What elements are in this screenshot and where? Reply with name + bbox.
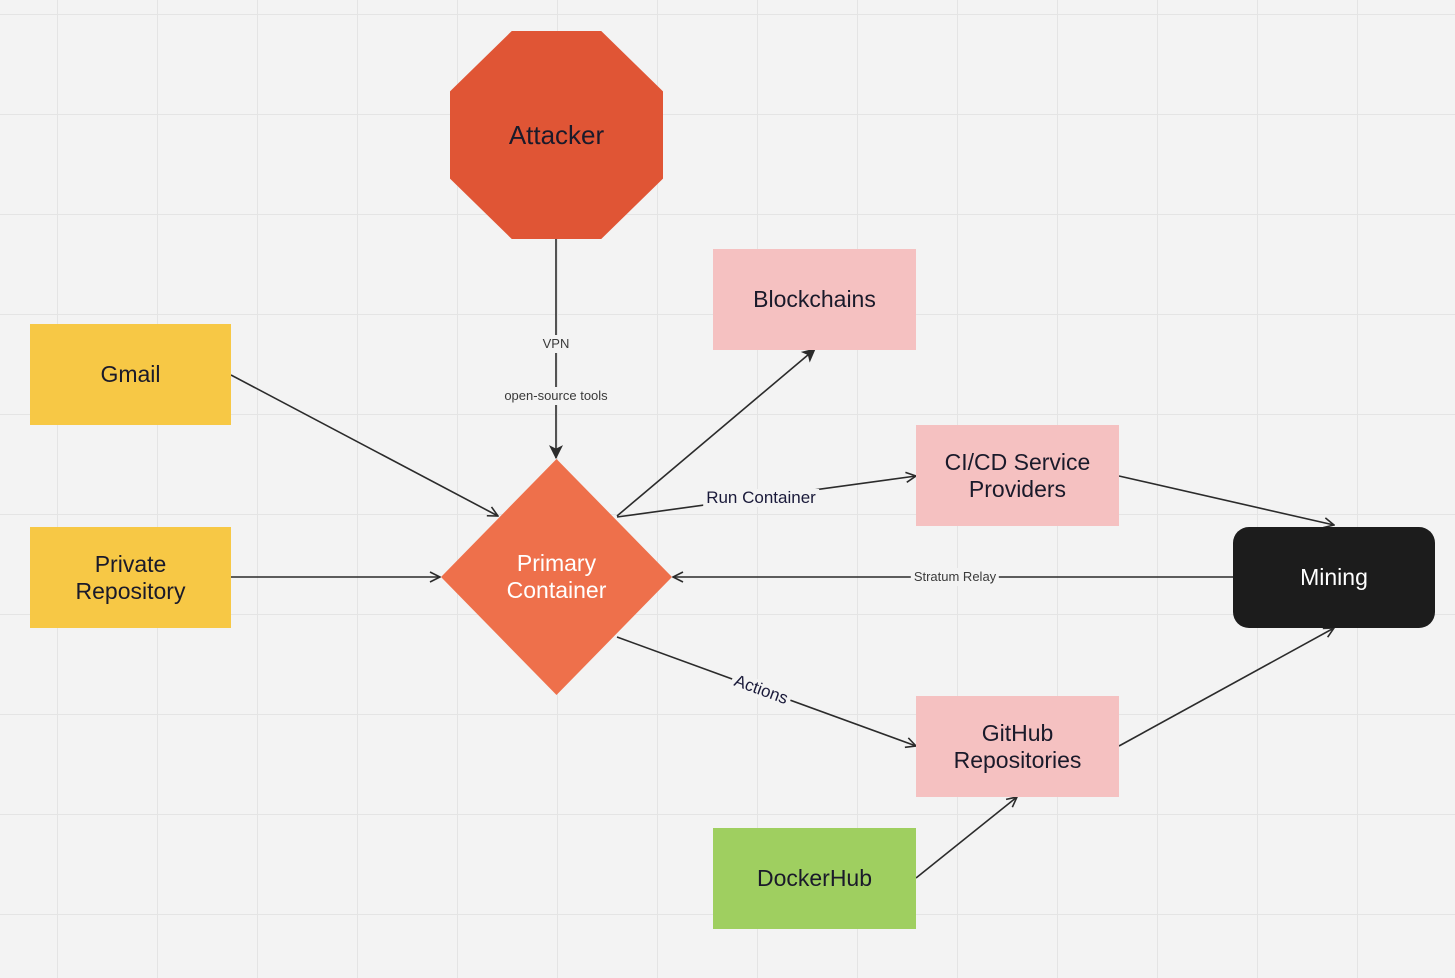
github-repositories-node[interactable]: GitHub Repositories: [916, 696, 1119, 797]
edge-cicd-to-mining[interactable]: [1118, 475, 1334, 525]
edge-gmail-to-primary[interactable]: [230, 374, 498, 516]
dockerhub-node[interactable]: DockerHub: [713, 828, 916, 929]
edge-github-to-mining[interactable]: [1118, 628, 1334, 747]
edge-label-run-container: Run Container: [703, 489, 819, 507]
gmail-node[interactable]: Gmail: [30, 324, 231, 425]
dockerhub-label: DockerHub: [756, 865, 873, 891]
private-repository-node[interactable]: Private Repository: [30, 527, 231, 628]
cicd-service-providers-node[interactable]: CI/CD Service Providers: [916, 425, 1119, 526]
edge-label-vpn: VPN: [539, 335, 573, 353]
blockchains-label: Blockchains: [753, 286, 876, 312]
primary-container-label: Primary Container: [506, 550, 607, 603]
cicd-service-providers-label: CI/CD Service Providers: [944, 448, 1091, 502]
attacker-label: Attacker: [508, 119, 605, 150]
edge-primary-to-blockchains[interactable]: [616, 348, 816, 517]
gmail-label: Gmail: [100, 361, 161, 387]
edge-label-open-source-tools: open-source tools: [501, 387, 611, 405]
blockchains-node[interactable]: Blockchains: [713, 249, 916, 350]
attacker-node[interactable]: Attacker: [450, 31, 663, 239]
edge-dockerhub-to-github[interactable]: [915, 797, 1017, 879]
private-repository-label: Private Repository: [75, 550, 186, 604]
mining-label: Mining: [1300, 564, 1368, 590]
mining-node[interactable]: Mining: [1233, 527, 1435, 628]
edge-label-stratum-relay: Stratum Relay: [910, 568, 1000, 586]
github-repositories-label: GitHub Repositories: [953, 719, 1082, 773]
